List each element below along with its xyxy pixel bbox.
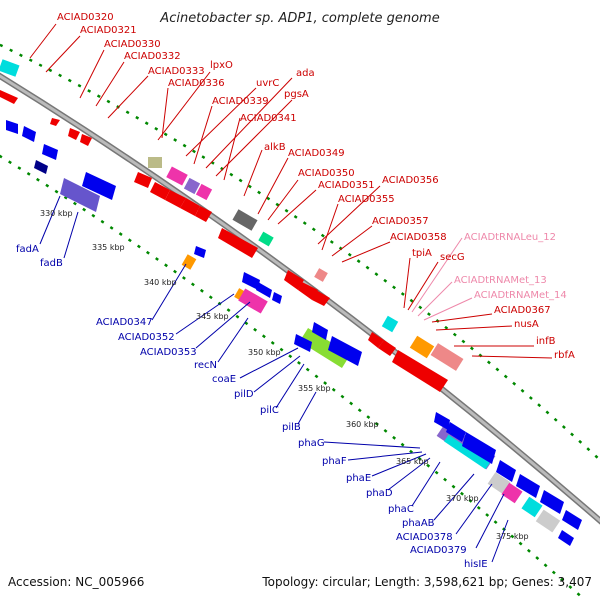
gene-label: pilC [260,405,279,416]
gene-label: secG [440,252,465,263]
gene-label: ACIAD0339 [212,96,269,107]
gene-label: ACIAD0358 [390,232,447,243]
gene-label: ACIAD0332 [124,51,181,62]
map-title: Acinetobacter sp. ADP1, complete genome [159,11,439,26]
kbp-tick: 350 kbp [248,348,281,357]
gene-label: tpiA [412,248,432,259]
kbp-tick: 340 kbp [144,278,177,287]
reverse-features [6,120,582,546]
rna-gene-labels: ACIADtRNALeu_12 ACIADtRNAMet_13 ACIADtRN… [454,232,567,301]
gene-label: ACIAD0341 [240,113,297,124]
gc-track-outer [0,43,600,461]
gene-label: ACIADtRNALeu_12 [464,232,556,243]
gene-label: phaF [322,456,347,467]
gene-label: pgsA [284,89,309,100]
gene-label: ada [296,68,315,79]
misc-features [0,59,561,533]
gene-label: phaE [346,473,371,484]
gene-label: nusA [514,319,539,330]
gene-label: ACIAD0350 [298,168,355,179]
topology-text: Topology: circular; Length: 3,598,621 bp… [261,575,592,589]
gc-track-inner [0,154,586,600]
gene-label: ACIADtRNAMet_13 [454,275,547,286]
gene-label: phaAB [402,518,435,529]
gene-label: ACIAD0347 [96,317,153,328]
gene-label: ACIAD0353 [140,347,197,358]
gene-label: ACIAD0330 [104,39,161,50]
gene-label: phaD [366,488,393,499]
kbp-tick: 370 kbp [446,494,479,503]
gene-label: ACIAD0357 [372,216,429,227]
gene-label: fadB [40,258,63,269]
forward-features [0,90,448,392]
gene-label: ACIAD0320 [57,12,114,23]
gene-label: uvrC [256,78,279,89]
gene-label: phaG [298,438,325,449]
kbp-tick: 335 kbp [92,243,125,252]
kbp-tick: 365 kbp [396,457,429,466]
gene-label: lpxO [210,60,233,71]
kbp-tick: 345 kbp [196,312,229,321]
gene-label: phaC [388,504,414,515]
gene-label: ACIAD0356 [382,175,439,186]
gene-label: alkB [264,142,286,153]
kbp-tick: 355 kbp [298,384,331,393]
gene-label: ACIADtRNAMet_14 [474,290,567,301]
gene-label: ACIAD0367 [494,305,551,316]
kbp-tick: 330 kbp [40,209,73,218]
gene-label: pilD [234,389,254,400]
gene-label: rbfA [554,350,575,361]
kbp-ticks: 330 kbp 335 kbp 340 kbp 345 kbp 350 kbp … [40,209,529,541]
kbp-tick: 375 kbp [496,532,529,541]
gene-label: ACIAD0349 [288,148,345,159]
reverse-gene-labels: fadA fadB ACIAD0347 ACIAD0352 ACIAD0353 … [16,244,488,570]
gene-label: coaE [212,374,236,385]
gene-label: hisIE [464,559,488,570]
gene-label: ACIAD0321 [80,25,137,36]
gene-label: pilB [282,422,301,433]
gene-label: ACIAD0336 [168,78,225,89]
gene-label: ACIAD0378 [396,532,453,543]
kbp-tick: 360 kbp [346,420,379,429]
gene-label: recN [194,360,217,371]
gene-label: infB [536,336,556,347]
gene-label: ACIAD0333 [148,66,205,77]
gene-label: ACIAD0351 [318,180,375,191]
gene-label: ACIAD0355 [338,194,395,205]
gene-label: ACIAD0352 [118,332,175,343]
accession-text: Accession: NC_005966 [8,575,144,589]
gene-label: fadA [16,244,39,255]
gene-label: ACIAD0379 [410,545,467,556]
leader-lines [29,23,553,563]
forward-gene-labels: ACIAD0320 ACIAD0321 ACIAD0330 ACIAD0332 … [57,12,575,361]
